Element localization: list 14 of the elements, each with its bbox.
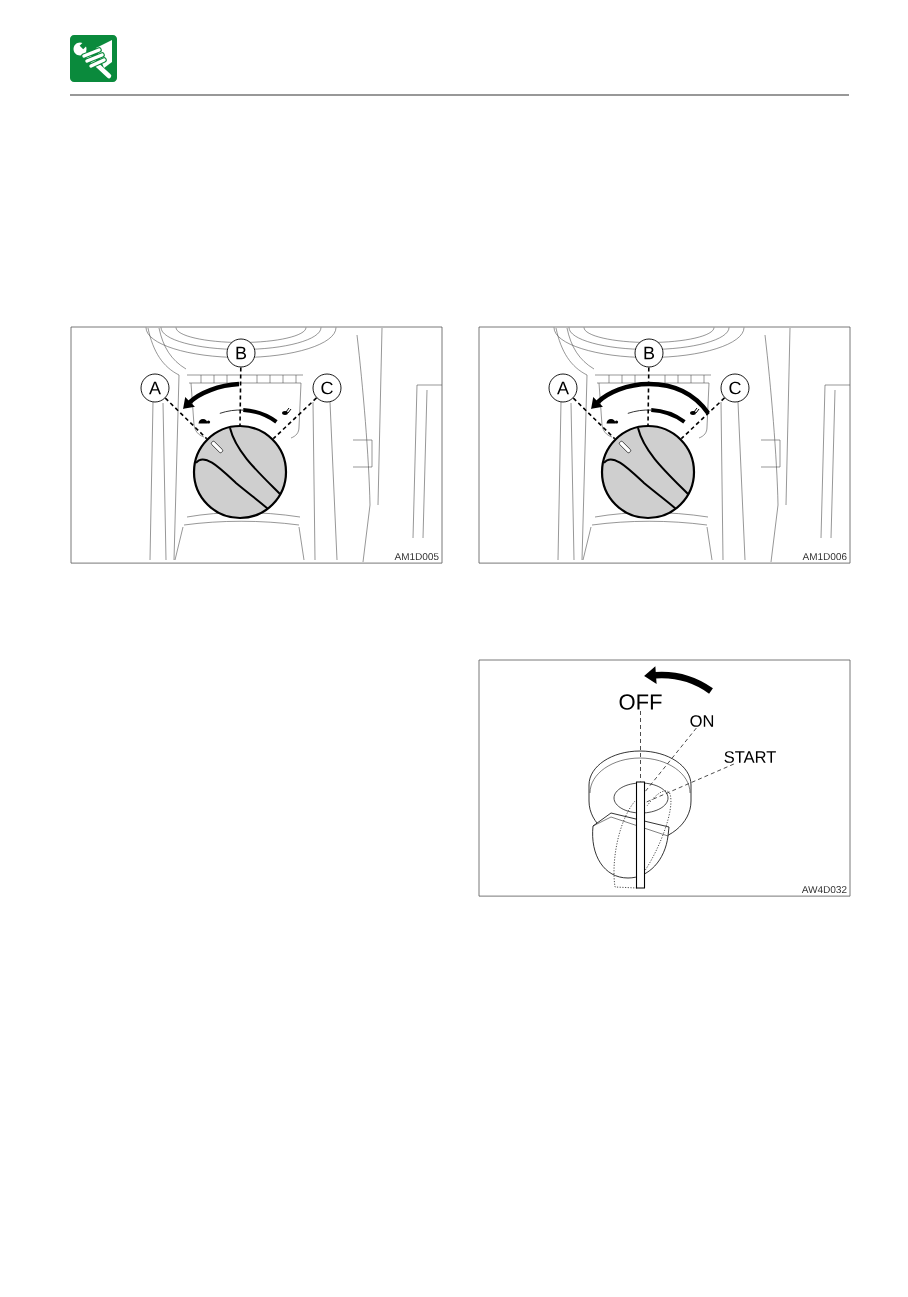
position-label: OFF xyxy=(619,694,662,710)
position-label: ON xyxy=(690,715,714,727)
leader-line xyxy=(680,397,726,440)
leader-line xyxy=(164,397,208,440)
position-label: START xyxy=(724,751,776,763)
leader-line xyxy=(644,763,735,803)
key-blade xyxy=(635,781,646,889)
leader-line xyxy=(272,397,318,440)
rotary-knob xyxy=(192,424,288,520)
leader-line xyxy=(647,366,650,426)
leader-line xyxy=(644,727,697,793)
leader-line xyxy=(239,366,242,426)
rotary-knob xyxy=(600,424,696,520)
leader-line xyxy=(572,397,616,440)
